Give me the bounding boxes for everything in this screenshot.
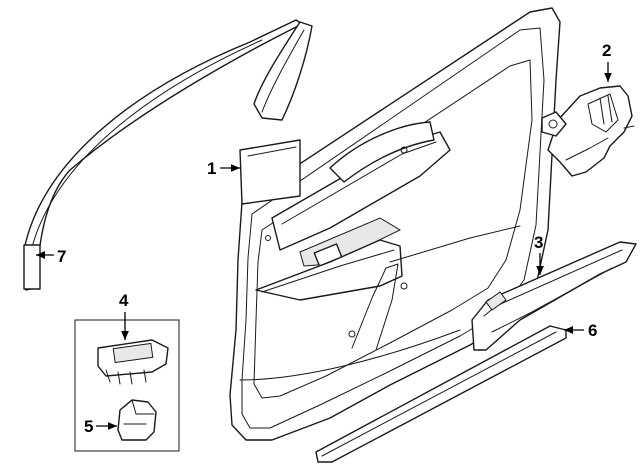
weatherstrip-part-6	[315, 325, 567, 463]
switch-part-4	[97, 339, 169, 385]
leader-lines	[36, 62, 612, 430]
callout-5: 5	[84, 417, 93, 436]
callout-labels: 1 2 3 4 5 6 7	[57, 41, 611, 436]
callout-3: 3	[534, 233, 543, 252]
callout-6: 6	[588, 321, 597, 340]
callout-4: 4	[119, 291, 129, 310]
callout-1: 1	[207, 159, 216, 178]
callout-2: 2	[602, 41, 611, 60]
callout-7: 7	[57, 247, 66, 266]
bracket-part-2	[541, 85, 635, 177]
switch-part-5	[117, 399, 157, 441]
armrest-pad-part-3	[471, 241, 637, 351]
switch-inset-box	[74, 319, 180, 452]
